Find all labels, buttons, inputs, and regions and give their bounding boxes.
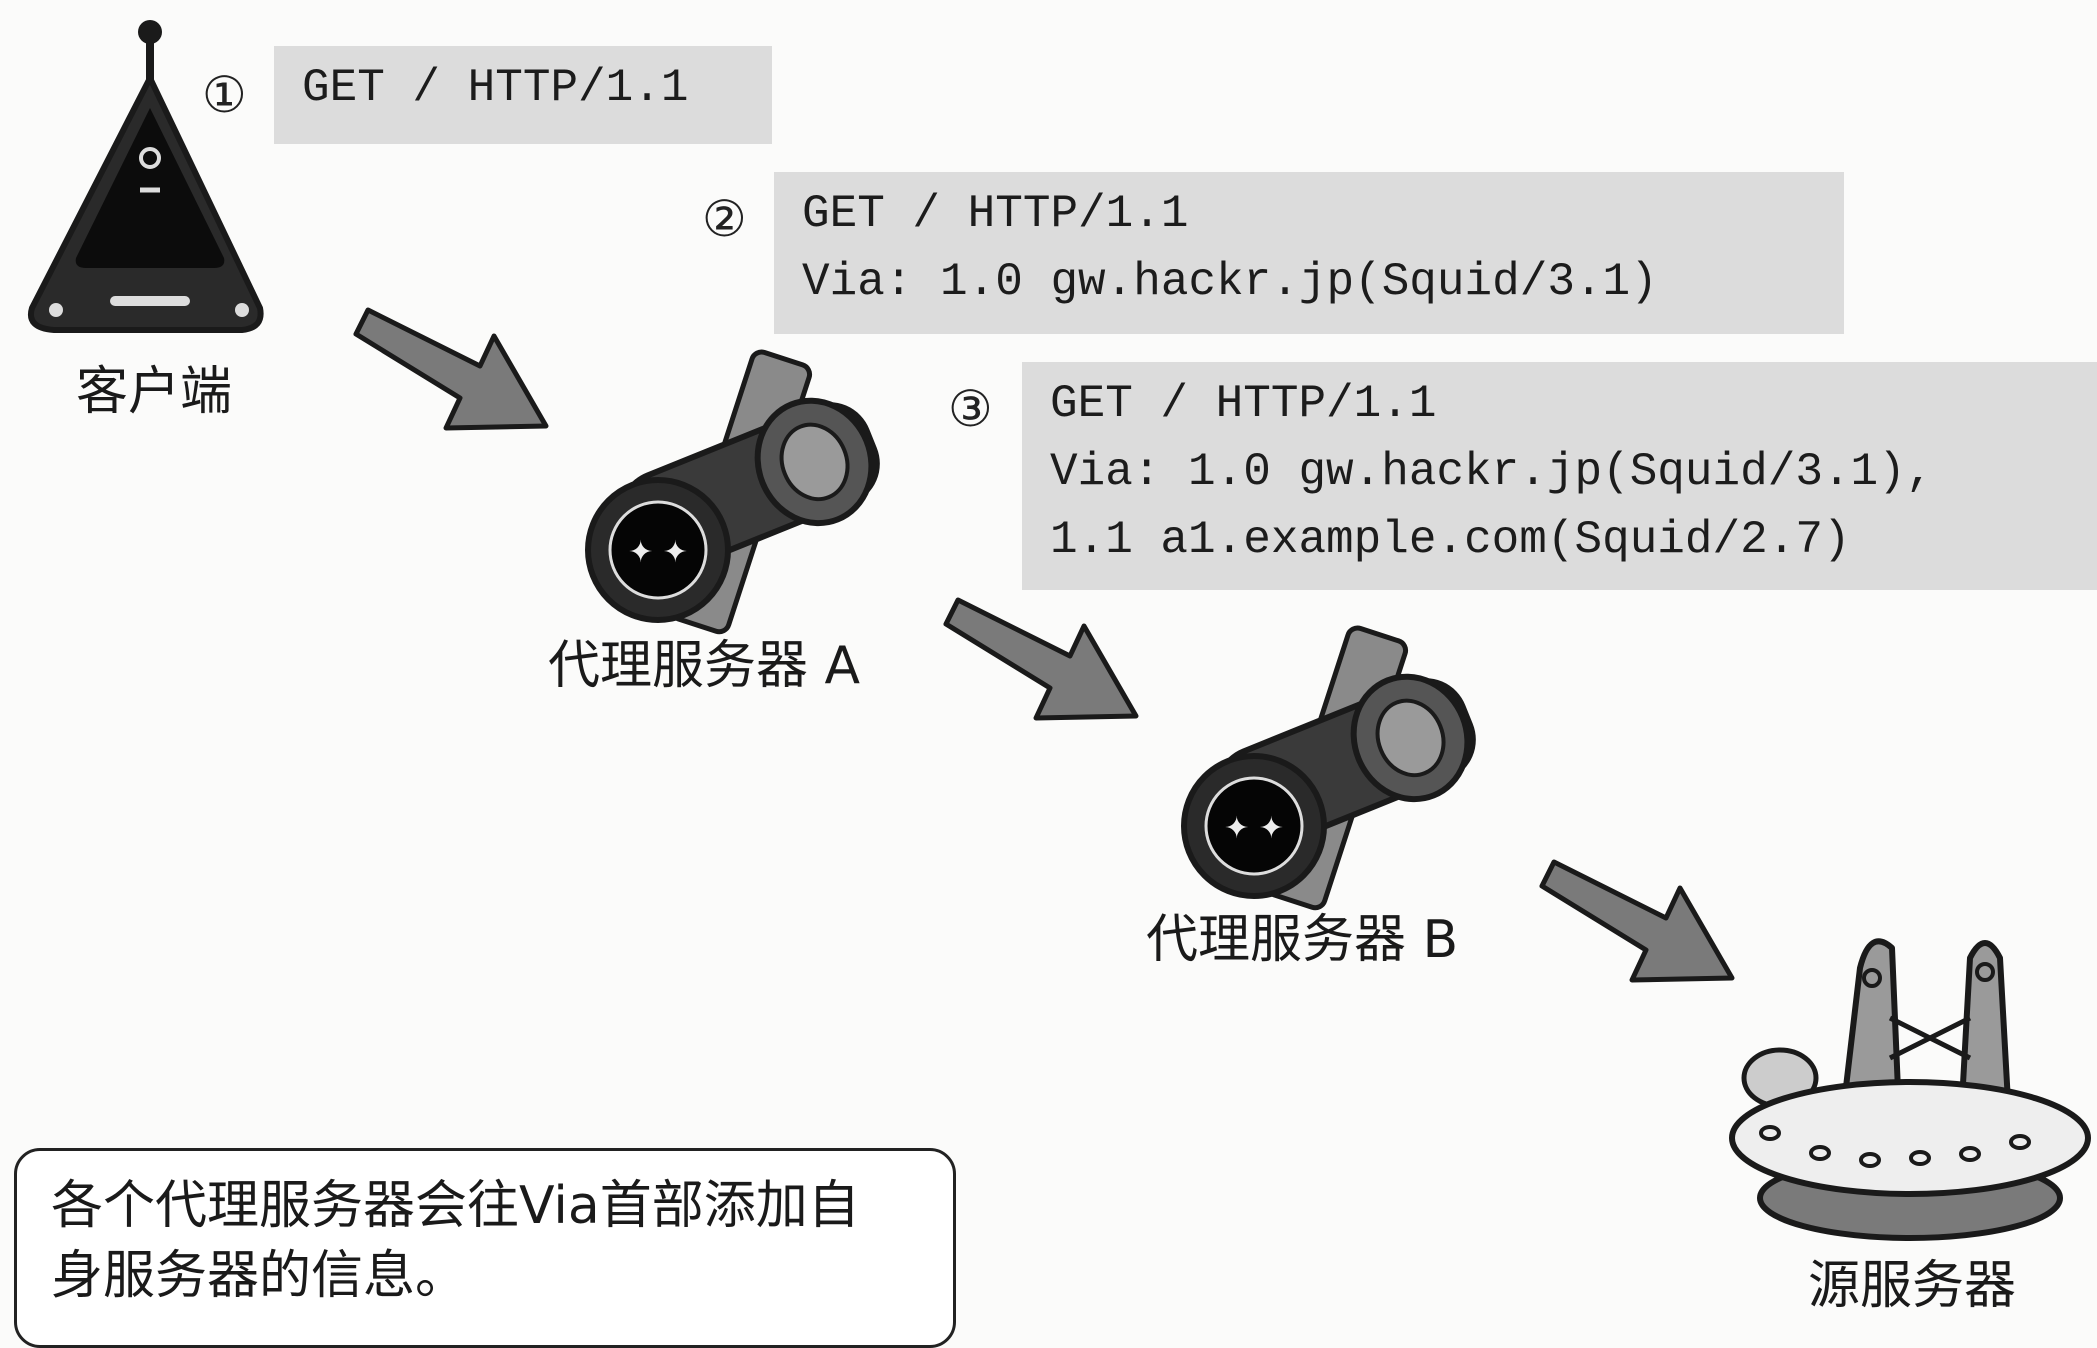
note-box: 各个代理服务器会往Via首部添加自 身服务器的信息。 [14, 1148, 956, 1348]
step-2-line-1: GET / HTTP/1.1 [802, 180, 1844, 248]
svg-text:✦ ✦: ✦ ✦ [628, 535, 688, 570]
step-2-number: ② [702, 194, 747, 244]
origin-server-label: 源服务器 [1808, 1260, 2016, 1312]
step-3-number: ③ [948, 384, 993, 434]
step-3-line-2: Via: 1.0 gw.hackr.jp(Squid/3.1), [1050, 438, 2097, 506]
note-line-2: 身服务器的信息。 [51, 1241, 919, 1311]
step-1-message: GET / HTTP/1.1 [274, 46, 772, 144]
svg-text:✦ ✦: ✦ ✦ [1224, 811, 1284, 846]
step-3-line-3: 1.1 a1.example.com(Squid/2.7) [1050, 506, 2097, 574]
note-line-1: 各个代理服务器会往Via首部添加自 [51, 1171, 919, 1241]
origin-server-icon [1720, 928, 2090, 1248]
arrow-proxy-b-to-origin-icon [1536, 852, 1746, 992]
step-2-line-2: Via: 1.0 gw.hackr.jp(Squid/3.1) [802, 248, 1844, 316]
step-3-line-1: GET / HTTP/1.1 [1050, 370, 2097, 438]
proxy-b-label: 代理服务器 B [1146, 914, 1458, 966]
proxy-server-b-icon: ✦ ✦ [1176, 626, 1506, 906]
step-3-message: GET / HTTP/1.1 Via: 1.0 gw.hackr.jp(Squi… [1022, 362, 2097, 590]
step-1-line-1: GET / HTTP/1.1 [302, 54, 772, 122]
arrow-proxy-a-to-proxy-b-icon [940, 590, 1150, 730]
proxy-server-a-icon: ✦ ✦ [580, 350, 910, 630]
step-1-number: ① [202, 70, 247, 120]
client-label: 客户端 [76, 366, 232, 418]
arrow-client-to-proxy-a-icon [350, 300, 560, 440]
step-2-message: GET / HTTP/1.1 Via: 1.0 gw.hackr.jp(Squi… [774, 172, 1844, 334]
proxy-a-label: 代理服务器 A [548, 640, 860, 692]
